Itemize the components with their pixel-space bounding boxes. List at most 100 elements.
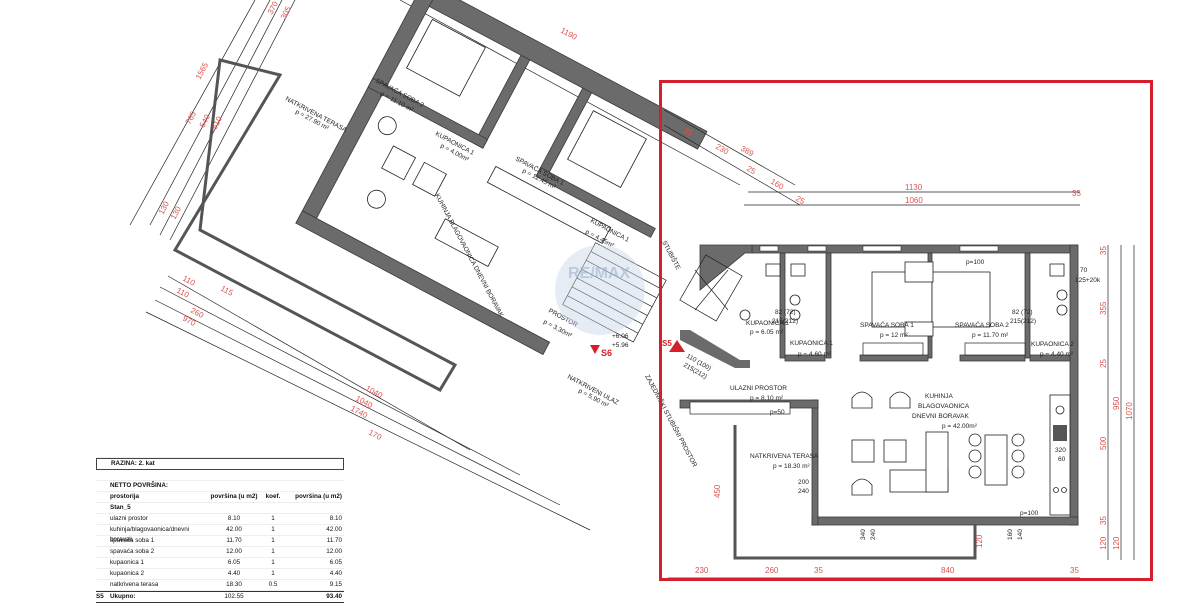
room-net: 9.15: [329, 581, 342, 588]
table-total-row: S5 Ukupno: 102.55 93.40: [96, 591, 344, 603]
room-name: kupaonica 2: [110, 570, 144, 577]
svg-text:340: 340: [860, 529, 867, 540]
svg-text:KUPAONICA 1: KUPAONICA 1: [746, 320, 789, 327]
svg-text:NATKRIVENA TERASA: NATKRIVENA TERASA: [750, 453, 819, 460]
svg-text:320: 320: [1055, 447, 1066, 454]
svg-text:KUPAONICA 1: KUPAONICA 1: [790, 340, 833, 347]
svg-text:p = 4.60 m²: p = 4.60 m²: [798, 351, 832, 358]
room-net: 11.70: [326, 537, 342, 544]
svg-text:200: 200: [798, 479, 809, 486]
svg-text:230: 230: [695, 566, 709, 575]
table-section-title-row: NETTO POVRŠINA:: [96, 481, 344, 492]
highlighted-unit-plan: 389 230 35 25 160 25 1130 1060 35: [662, 109, 1135, 579]
svg-text:82 (72): 82 (72): [775, 309, 796, 316]
table-spacer: [96, 470, 344, 481]
room-coef: 1: [271, 559, 275, 566]
svg-text:240: 240: [798, 488, 809, 495]
room-coef: 1: [271, 515, 275, 522]
svg-text:25: 25: [1099, 359, 1108, 368]
room-name: natkrivena terasa: [110, 581, 159, 588]
section-marker-icon: [590, 345, 600, 354]
room-area: 11.70: [226, 537, 242, 544]
svg-text:950: 950: [1112, 396, 1121, 410]
table-spacer: [96, 447, 344, 458]
room-name: spavaća soba 1: [110, 537, 155, 544]
room-coef: 1: [271, 570, 275, 577]
watermark-logo: [555, 245, 645, 335]
room-name: spavaća soba 2: [110, 548, 155, 555]
svg-text:p=100: p=100: [966, 259, 985, 266]
table-row: kupaonica 2 4.40 1 4.40: [96, 569, 344, 580]
room-area: 12.00: [226, 548, 242, 555]
total-area: 102.55: [224, 593, 244, 600]
room-coef: 1: [271, 526, 275, 533]
section-marker-icon: [669, 340, 685, 352]
room-coef: 1: [271, 548, 275, 555]
room-coef: 1: [271, 537, 275, 544]
svg-text:DNEVNI BORAVAK: DNEVNI BORAVAK: [912, 413, 969, 420]
svg-text:1565: 1565: [194, 61, 211, 81]
svg-text:1060: 1060: [905, 196, 923, 205]
table-row: kuhinja/blagovaonica/dnevni boravak 42.0…: [96, 525, 344, 543]
svg-text:260: 260: [765, 566, 779, 575]
svg-text:82 (72): 82 (72): [1012, 309, 1033, 316]
svg-text:35: 35: [1099, 516, 1108, 525]
table-row: kupaonica 1 6.05 1 6.05: [96, 558, 344, 569]
svg-text:110: 110: [181, 274, 197, 288]
room-net: 42.00: [326, 526, 342, 533]
svg-text:215(212): 215(212): [1010, 318, 1036, 325]
svg-text:35: 35: [814, 566, 823, 575]
svg-text:S5: S5: [662, 339, 672, 348]
room-area: 8.10: [227, 515, 241, 522]
room-name: kuhinja/blagovaonica/dnevni boravak: [110, 526, 190, 543]
svg-text:450: 450: [713, 484, 722, 498]
floor-plan-drawing: 1190 725 25 1565 765 540 510 370 305 130…: [129, 0, 1135, 579]
svg-text:+6.06: +6.06: [612, 333, 629, 340]
svg-text:p = 11.70 m²: p = 11.70 m²: [972, 332, 1009, 339]
svg-text:+5.96: +5.96: [612, 342, 629, 349]
header-area: površina (u m2): [210, 493, 258, 500]
svg-text:p = 12 m²: p = 12 m²: [880, 332, 908, 339]
room-coef: 0.5: [268, 581, 278, 588]
table-row: natkrivena terasa 18.30 0.5 9.15: [96, 580, 344, 591]
room-area: 6.05: [227, 559, 241, 566]
svg-text:1070: 1070: [1125, 402, 1134, 420]
svg-text:120: 120: [1112, 536, 1121, 550]
svg-text:125+20k: 125+20k: [1075, 277, 1101, 284]
svg-text:p = 6.05 m²: p = 6.05 m²: [750, 329, 784, 336]
svg-text:240: 240: [870, 529, 877, 540]
svg-text:1190: 1190: [559, 26, 579, 42]
svg-text:140: 140: [1017, 529, 1024, 540]
table-unit-row: Stan_5: [96, 503, 344, 514]
table-row: spavaća soba 2 12.00 1 12.00: [96, 547, 344, 558]
header-room: prostorija: [110, 493, 140, 500]
table-row: ulazni prostor 8.10 1 8.10: [96, 514, 344, 525]
room-area: 4.40: [227, 570, 241, 577]
svg-text:S6: S6: [601, 348, 612, 358]
svg-text:p = 42.00m²: p = 42.00m²: [942, 423, 978, 430]
highlighted-unit-frame: [659, 80, 1153, 581]
svg-text:ULAZNI PROSTOR: ULAZNI PROSTOR: [730, 385, 787, 392]
section-title: NETTO POVRŠINA:: [110, 482, 168, 489]
svg-text:1130: 1130: [905, 183, 923, 192]
table-header-row: prostorija površina (u m2) koef. površin…: [96, 492, 344, 503]
room-name: kupaonica 1: [110, 559, 144, 566]
room-area: 18.30: [226, 581, 242, 588]
svg-text:NATKRIVENA TERASA: NATKRIVENA TERASA: [284, 96, 348, 135]
svg-text:355: 355: [1099, 301, 1108, 315]
svg-text:60: 60: [1058, 456, 1066, 463]
svg-text:70: 70: [1080, 267, 1088, 274]
table-row: spavaća soba 1 11.70 1 11.70: [96, 536, 344, 547]
svg-text:BLAGOVAONICA: BLAGOVAONICA: [918, 403, 970, 410]
room-name: ulazni prostor: [110, 515, 148, 522]
room-net: 4.40: [329, 570, 342, 577]
svg-text:p = 18.30 m²: p = 18.30 m²: [773, 463, 811, 470]
svg-text:130: 130: [157, 199, 171, 215]
svg-text:KUPAONICA 2: KUPAONICA 2: [1031, 341, 1074, 348]
svg-text:215(212): 215(212): [772, 318, 798, 325]
total-net: 93.40: [326, 593, 342, 600]
svg-text:500: 500: [1099, 436, 1108, 450]
room-area: 42.00: [226, 526, 242, 533]
header-coef: koef.: [265, 493, 281, 500]
svg-text:115: 115: [219, 284, 235, 298]
